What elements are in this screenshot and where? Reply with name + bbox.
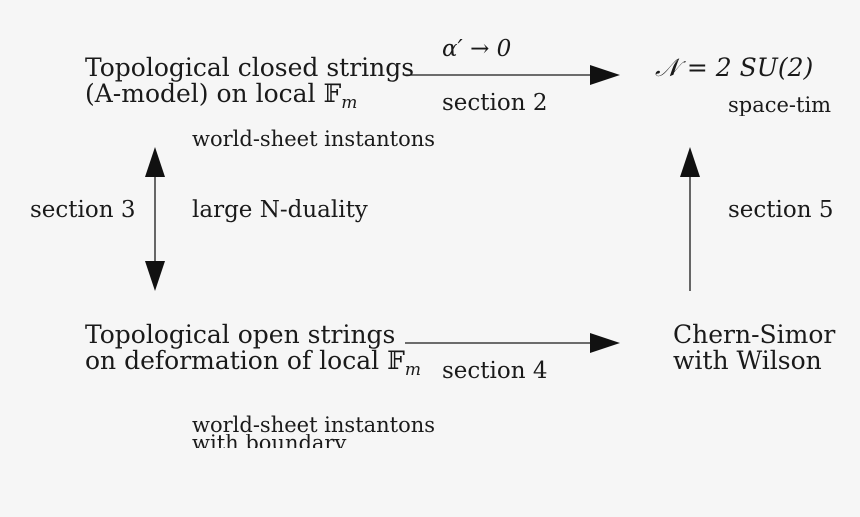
arrow-bottom-head	[590, 333, 620, 353]
node-chern-simons-line1: Chern-Simor	[673, 322, 836, 349]
arrow-right-head-up	[680, 147, 700, 177]
node-closed-strings-line2: (A-model) on local 𝔽m	[85, 81, 414, 116]
edge-left-label-top: world-sheet instantons	[192, 127, 436, 151]
node-open-strings-line1: Topological open strings	[85, 320, 396, 349]
edge-left-label-mid: large N-duality	[192, 197, 368, 223]
node-chern-simons: Chern-Simor with Wilson	[673, 322, 860, 374]
node-gauge-theory: 𝒩 = 2 SU(2)	[655, 55, 813, 81]
node-closed-strings-line2-prefix: (A-model) on local	[85, 79, 324, 108]
node-gauge-theory-line2: space-tim	[728, 95, 832, 116]
blackboard-f-symbol: 𝔽	[387, 346, 405, 375]
edge-right-label: section 5	[728, 199, 834, 222]
node-open-strings-line2-prefix: on deformation of local	[85, 346, 388, 375]
edge-bottom-label-below: section 4	[442, 358, 548, 384]
node-closed-strings-line1: Topological closed strings	[85, 53, 415, 82]
edge-top-label-below: section 2	[442, 90, 548, 116]
arrow-left-head-up	[145, 147, 165, 177]
node-gauge-theory-line1: 𝒩 = 2 SU(2)	[655, 53, 814, 82]
node-closed-strings: Topological closed strings (A-model) on …	[85, 55, 414, 116]
note-bottom: world-sheet instantons with boundary	[192, 413, 436, 449]
node-chern-simons-line2: with Wilson	[673, 346, 822, 374]
subscript-m: m	[341, 93, 358, 113]
node-open-strings: Topological open strings on deformation …	[85, 322, 421, 383]
arrow-left-head-down	[145, 261, 165, 291]
edge-left-label-left: section 3	[30, 197, 136, 223]
note-bottom-line2: with boundary	[192, 434, 347, 448]
note-bottom-line1: world-sheet instantons	[192, 413, 436, 437]
arrow-top-head	[590, 65, 620, 85]
subscript-m: m	[404, 360, 421, 380]
edge-top-label-above: α′ → 0	[442, 36, 512, 62]
blackboard-f-symbol: 𝔽	[323, 79, 342, 108]
node-open-strings-line2: on deformation of local 𝔽m	[85, 348, 421, 383]
